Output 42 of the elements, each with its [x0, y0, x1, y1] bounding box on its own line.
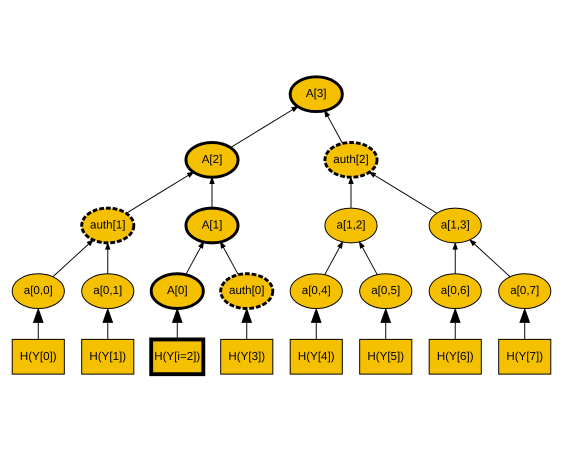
node-ellipse: a[0,7] — [498, 272, 552, 308]
node-ellipse: auth[1] — [80, 206, 136, 244]
node-ellipse: a[0,6] — [428, 272, 482, 308]
arrow — [172, 306, 183, 340]
node-ellipse: auth[0] — [219, 272, 274, 310]
node-ellipse: A[0] — [150, 272, 205, 310]
arrow — [32, 306, 44, 340]
node-ellipse: a[0,1] — [81, 272, 134, 308]
arrow — [324, 108, 343, 144]
arrow — [450, 306, 461, 340]
arrow — [105, 241, 110, 274]
node-box: H(Y[i=2]) — [149, 336, 206, 376]
arrow — [368, 170, 438, 214]
node-ellipse: a[0,5] — [359, 272, 412, 308]
node-ellipse: a[0,4] — [290, 272, 343, 308]
arrow — [380, 306, 392, 340]
arrow — [52, 238, 94, 277]
arrow — [310, 306, 322, 340]
node-ellipse: A[1] — [184, 206, 240, 244]
arrow — [358, 240, 378, 274]
node-box: H(Y[7]) — [498, 338, 552, 374]
node-box: H(Y[1]) — [81, 338, 134, 374]
arrow — [348, 176, 354, 208]
node-box: H(Y[6]) — [428, 338, 482, 374]
node-ellipse: a[1,2] — [324, 207, 378, 243]
arrow — [468, 238, 510, 277]
arrow — [519, 306, 530, 340]
arrow — [209, 176, 215, 208]
arrow — [102, 306, 114, 340]
arrow — [220, 240, 239, 274]
arrow — [324, 240, 344, 274]
arrow — [452, 241, 458, 274]
node-ellipse: a[0,0] — [12, 272, 65, 308]
arrow — [126, 170, 195, 214]
arrow — [230, 105, 300, 148]
node-ellipse: a[1,3] — [428, 207, 482, 243]
node-box: H(Y[5]) — [359, 338, 412, 374]
node-box: H(Y[4]) — [290, 338, 343, 374]
arrow — [241, 306, 252, 340]
node-box: H(Y[3]) — [220, 338, 274, 374]
node-box: H(Y[0]) — [12, 338, 65, 374]
arrow — [185, 240, 204, 274]
